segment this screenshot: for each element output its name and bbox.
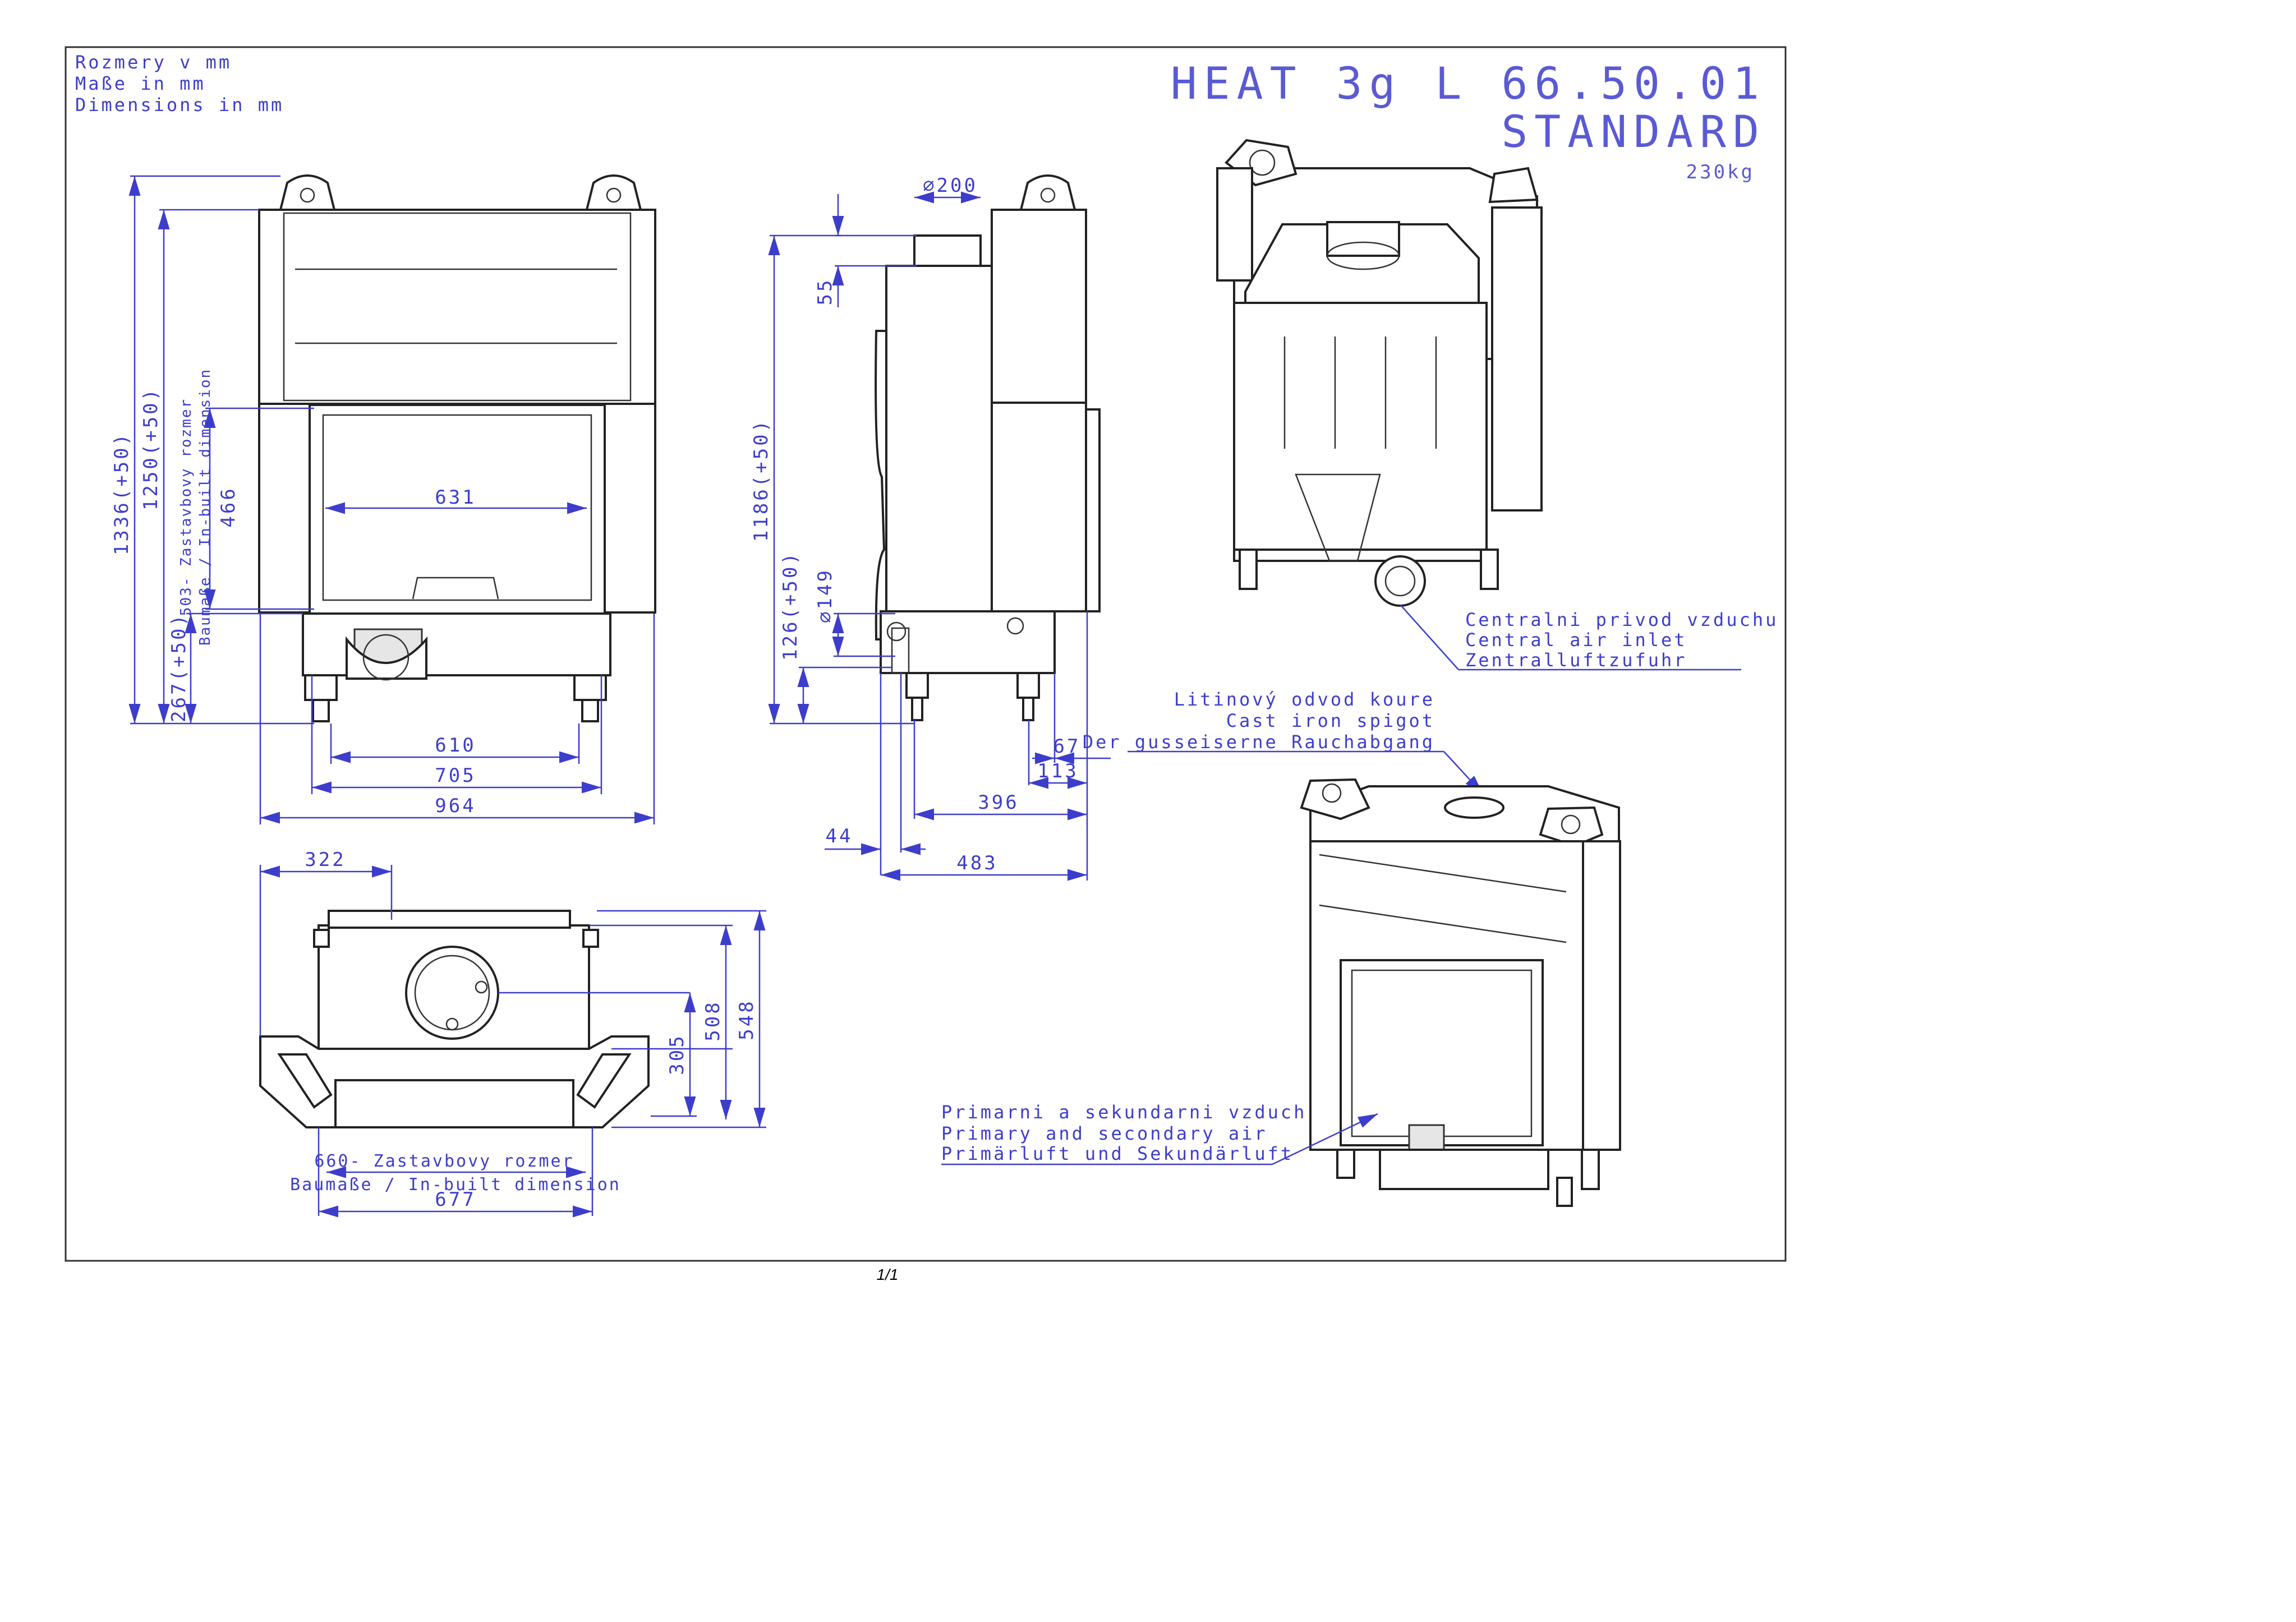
dim-677: 677 bbox=[435, 1188, 476, 1211]
air-inlet-de: Zentralluftzufuhr bbox=[1465, 649, 1687, 671]
units-cz: Rozmery v mm bbox=[75, 52, 232, 73]
dim-113: 113 bbox=[1037, 760, 1078, 782]
dim-air-inlet-diameter: ⌀149 bbox=[814, 568, 836, 623]
dim-builtin-label2: Baumaße / In-built dimension bbox=[197, 368, 214, 646]
isometric-rear-view bbox=[1216, 139, 1543, 607]
dim-305: 305 bbox=[666, 1034, 688, 1075]
dim-548: 548 bbox=[735, 999, 758, 1040]
side-view-dimensions: ⌀200 55 1186(+50) 126(+50) ⌀149 67 113 3… bbox=[750, 174, 1111, 881]
dim-opening-width: 631 bbox=[435, 486, 476, 509]
isometric-front-view bbox=[1300, 778, 1621, 1207]
spigot-en: Cast iron spigot bbox=[1226, 710, 1435, 731]
primary-de: Primärluft und Sekundärluft bbox=[941, 1143, 1294, 1164]
product-weight: 230kg bbox=[1686, 161, 1755, 183]
dim-322: 322 bbox=[305, 849, 346, 871]
primary-cz: Primarni a sekundarni vzduch bbox=[941, 1102, 1306, 1123]
spigot-de: Der gusseiserne Rauchabgang bbox=[1083, 731, 1435, 753]
front-view bbox=[258, 174, 656, 722]
dim-side-total-height: 1186(+50) bbox=[750, 418, 772, 542]
air-inlet-annotation: Centralni privod vzduchu Central air inl… bbox=[1400, 604, 1778, 671]
dim-67: 67 bbox=[1053, 735, 1081, 758]
dim-base-width: 705 bbox=[435, 764, 476, 787]
air-inlet-cz: Centralni privod vzduchu bbox=[1465, 609, 1778, 630]
page-number: 1/1 bbox=[877, 1266, 899, 1283]
primary-air-annotation: Primarni a sekundarni vzduch Primary and… bbox=[941, 1102, 1378, 1165]
top-view bbox=[259, 910, 650, 1128]
dim-total-width: 964 bbox=[435, 795, 476, 817]
air-inlet-en: Central air inlet bbox=[1465, 629, 1687, 651]
dim-flue-diameter: ⌀200 bbox=[923, 174, 978, 197]
dim-total-height: 1336(+50) bbox=[111, 432, 133, 555]
front-view-dimensions: 1336(+50) 1250(+50) 503- Zastavbovy rozm… bbox=[111, 175, 655, 824]
units-en: Dimensions in mm bbox=[75, 94, 284, 116]
dim-483: 483 bbox=[956, 852, 997, 874]
dim-builtin-label: 503- Zastavbovy rozmer bbox=[178, 398, 195, 616]
dim-top-builtin-label: 660- Zastavbovy rozmer bbox=[314, 1151, 574, 1171]
dim-396: 396 bbox=[978, 791, 1019, 814]
dim-base-height: 267(+50) bbox=[168, 612, 190, 722]
dim-air-inlet-height: 126(+50) bbox=[779, 551, 802, 661]
product-title: HEAT 3g L 66.50.01 bbox=[1171, 59, 1766, 109]
side-view bbox=[875, 174, 1101, 721]
dim-44: 44 bbox=[826, 825, 853, 847]
dim-feet: 610 bbox=[435, 734, 476, 757]
dim-opening-height: 466 bbox=[217, 486, 240, 527]
units-de: Maße in mm bbox=[75, 73, 206, 94]
dim-top-builtin-label2: Baumaße / In-built dimension bbox=[290, 1175, 621, 1195]
primary-en: Primary and secondary air bbox=[941, 1123, 1268, 1144]
spigot-cz: Litinový odvod koure bbox=[1174, 689, 1435, 710]
spigot-annotation: Litinový odvod koure Cast iron spigot De… bbox=[1083, 689, 1484, 795]
dim-508: 508 bbox=[702, 1000, 724, 1041]
product-subtitle: STANDARD bbox=[1501, 107, 1766, 158]
dim-body-height: 1250(+50) bbox=[140, 387, 162, 510]
drawing-frame bbox=[65, 46, 1787, 1262]
dim-flue-height: 55 bbox=[814, 278, 836, 306]
top-view-dimensions: 322 548 508 305 660- Zastavbovy rozmer B… bbox=[259, 849, 766, 1218]
